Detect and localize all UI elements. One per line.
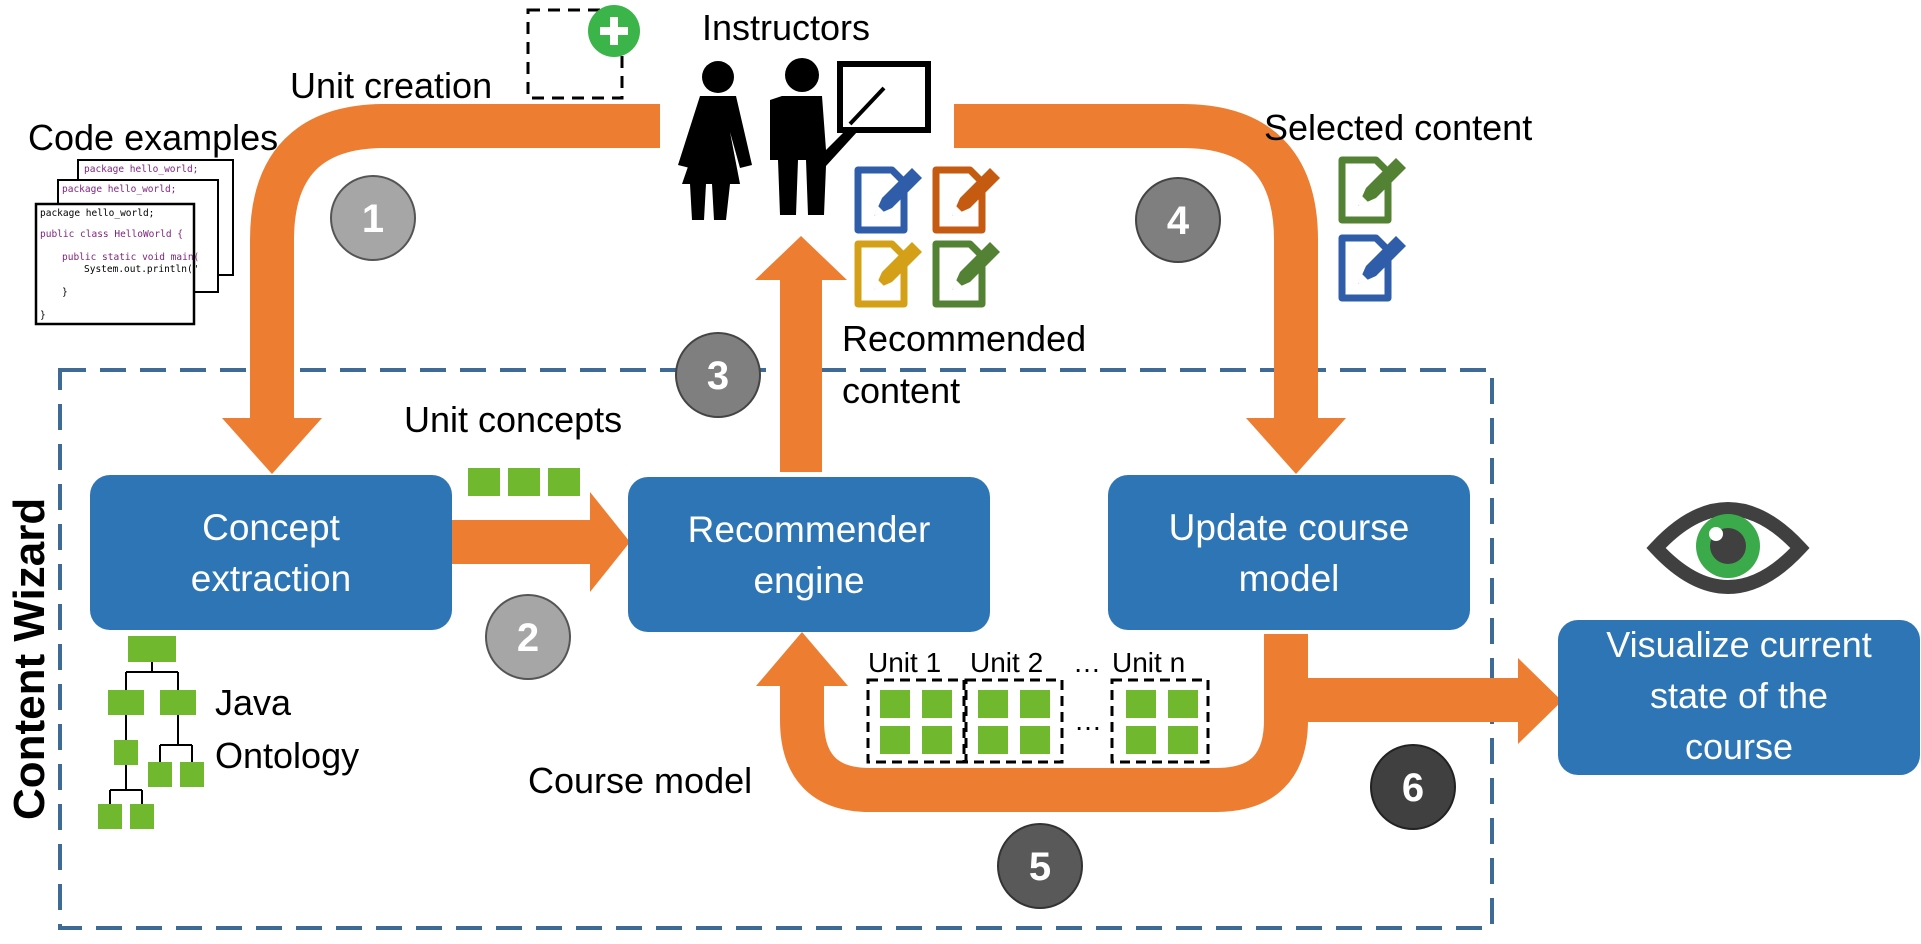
recommender-engine-line1: Recommender (688, 509, 931, 550)
svg-text:4: 4 (1167, 199, 1190, 243)
unit-n-box (1110, 678, 1210, 764)
concept-extraction-box: Concept extraction (90, 475, 452, 630)
svg-text:3: 3 (707, 354, 729, 398)
unit-ellipsis-label: … (1073, 647, 1101, 678)
java-ontology-line2: Ontology (215, 735, 359, 776)
recommender-engine-line2: engine (753, 560, 864, 601)
unit-1-box (866, 678, 966, 764)
instructors-icon (678, 58, 931, 220)
ontology-tree-icon (98, 636, 204, 829)
arrow-5-head (756, 632, 848, 686)
edit-document-icon (858, 242, 922, 304)
unit-n-label: Unit n (1112, 647, 1185, 678)
badge-6: 6 (1370, 744, 1456, 830)
unit-2-box (964, 678, 1064, 764)
arrow-5 (780, 634, 1308, 812)
visualize-line2: state of the (1650, 675, 1828, 716)
arrow-1 (250, 104, 660, 420)
badge-5: 5 (997, 823, 1083, 909)
update-course-model-box: Update course model (1108, 475, 1470, 630)
unit-creation-label: Unit creation (290, 65, 492, 106)
grid-ellipsis-label: … (1074, 705, 1102, 736)
edit-document-icon (936, 168, 1000, 230)
edit-document-icon (1342, 158, 1406, 220)
recommender-engine-box: Recommender engine (628, 477, 990, 632)
edit-document-icon (936, 242, 1000, 304)
code-card-line1: package hello_world; (40, 208, 154, 219)
code-card-line3: public static void main( (62, 252, 199, 263)
badge-2: 2 (485, 594, 571, 680)
badge-3: 3 (675, 332, 761, 418)
visualize-box: Visualize current state of the course (1558, 620, 1920, 775)
java-ontology-line1: Java (215, 682, 292, 723)
code-card-line4: System.out.println(" (84, 264, 198, 275)
code-examples-label: Code examples (28, 117, 278, 158)
course-model-label: Course model (528, 760, 752, 801)
concept-extraction-line1: Concept (202, 507, 341, 548)
concept-extraction-line2: extraction (191, 558, 351, 599)
recommended-content-line1: Recommended (842, 318, 1086, 359)
code-card-line5: } (62, 287, 68, 298)
code-examples-cards: package hello_world; package hello_world… (34, 159, 234, 326)
update-course-model-line2: model (1239, 558, 1340, 599)
instructors-label: Instructors (702, 7, 870, 48)
code-card-back2-text: package hello_world; (84, 164, 198, 175)
arrow-6-head (1518, 658, 1562, 744)
content-wizard-label: Content Wizard (5, 498, 54, 820)
visualize-line3: course (1685, 726, 1793, 767)
arrow-3 (780, 278, 822, 472)
code-card-back1-text: package hello_world; (62, 184, 176, 195)
update-course-model-line1: Update course (1169, 507, 1410, 548)
arrow-3-head (755, 236, 847, 280)
badge-1: 1 (330, 175, 416, 261)
unit-concepts-label: Unit concepts (404, 399, 622, 440)
arrow-6 (1308, 678, 1522, 722)
code-card-line6: } (40, 310, 46, 321)
eye-icon (1646, 502, 1810, 594)
svg-text:6: 6 (1402, 766, 1424, 810)
svg-text:2: 2 (517, 616, 539, 660)
edit-document-icon (858, 168, 922, 230)
code-card-front (34, 202, 196, 326)
arrow-1-head (222, 418, 322, 474)
arrow-4-head (1246, 418, 1346, 474)
visualize-line1: Visualize current (1606, 624, 1871, 665)
arrow-4 (954, 104, 1318, 420)
unit-2-label: Unit 2 (970, 647, 1043, 678)
selected-content-label: Selected content (1264, 107, 1532, 148)
svg-text:5: 5 (1029, 845, 1051, 889)
arrow-2 (450, 520, 592, 564)
badge-4: 4 (1135, 177, 1221, 263)
unit-concepts-squares (468, 468, 580, 496)
svg-text:1: 1 (362, 197, 384, 241)
unit-1-label: Unit 1 (868, 647, 941, 678)
code-card-line2: public class HelloWorld { (40, 229, 183, 240)
plus-icon (588, 5, 640, 57)
arrows (222, 104, 1562, 812)
recommended-content-line2: content (842, 370, 960, 411)
content-wizard-frame (58, 368, 1494, 930)
arrow-2-head (590, 492, 630, 592)
edit-document-icon (1342, 236, 1406, 298)
